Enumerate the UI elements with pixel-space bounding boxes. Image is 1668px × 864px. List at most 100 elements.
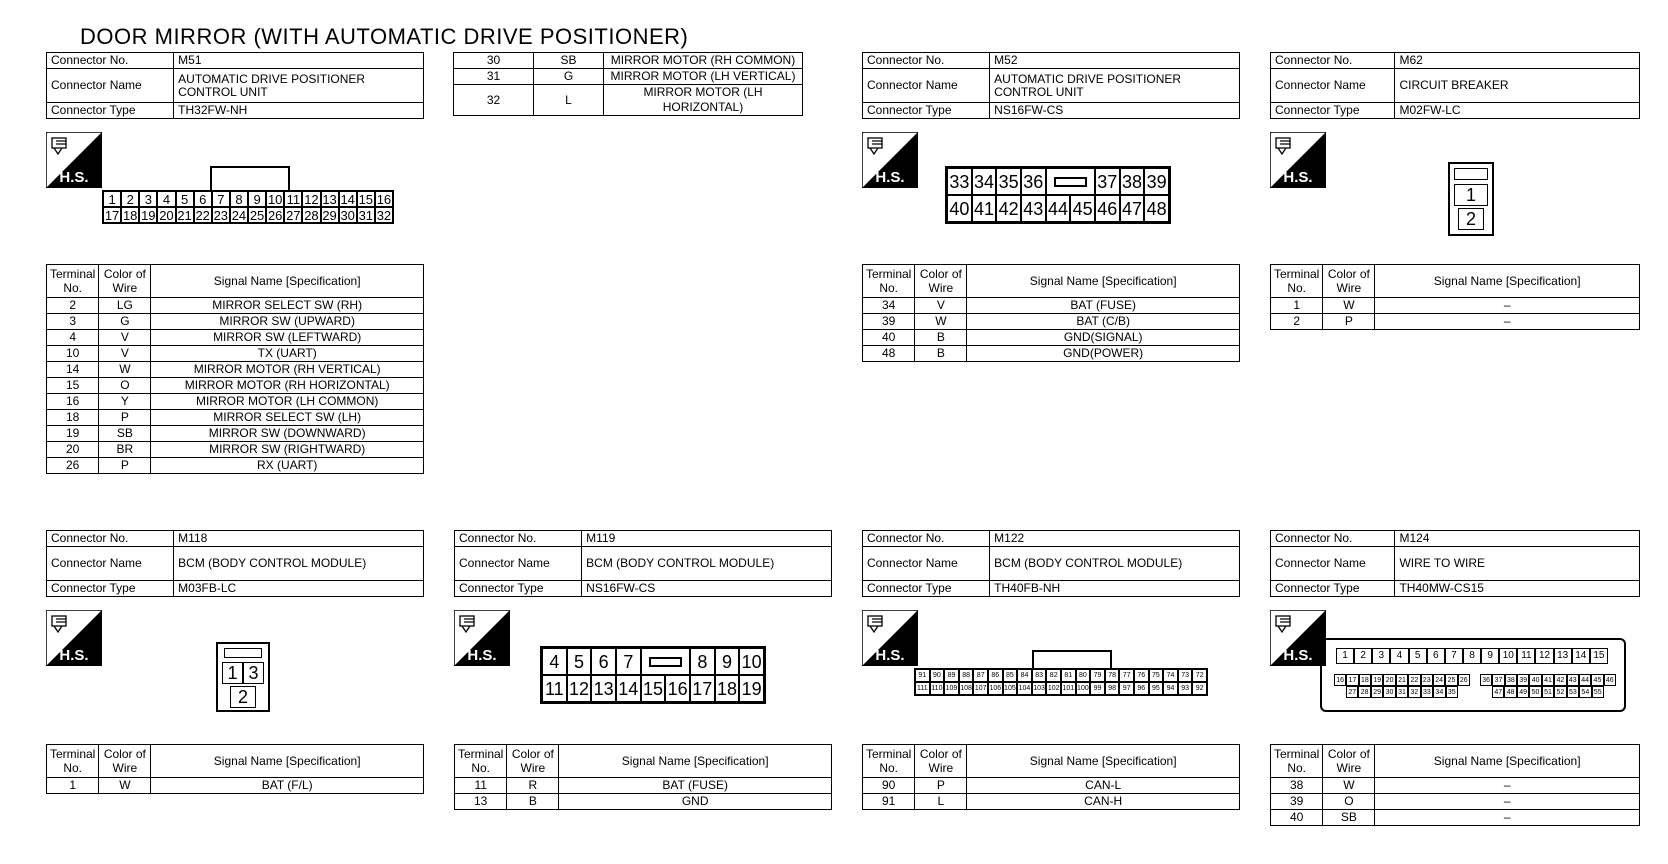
pin: 26 — [266, 207, 285, 223]
header-color: Color of Wire — [914, 264, 968, 298]
label-conn-type: Connector Type — [453, 580, 583, 597]
signal-name: TX (UART) — [150, 345, 424, 362]
terminal-no: 31 — [453, 68, 534, 85]
connector-lock — [1454, 168, 1488, 180]
pin: 49 — [1516, 686, 1530, 698]
conn-type-value: NS16FW-CS — [989, 102, 1240, 119]
pin: 41 — [1541, 674, 1555, 686]
pin: 50 — [1529, 686, 1542, 698]
label-conn-name: Connector Name — [45, 68, 175, 103]
pin: 42 — [1554, 674, 1567, 686]
pin: 23 — [1420, 674, 1433, 686]
pin: 4 — [1390, 648, 1409, 664]
wire-color: B — [914, 345, 968, 362]
header-color: Color of Wire — [1322, 744, 1376, 778]
pin: 74 — [1163, 669, 1178, 682]
conn-no-value: M51 — [173, 52, 424, 69]
pin: 6 — [193, 191, 212, 207]
pin: 19 — [139, 207, 158, 223]
pin: 92 — [1192, 682, 1207, 695]
signal-name: MIRROR MOTOR (LH VERTICAL) — [603, 68, 803, 85]
pin: 87 — [973, 669, 988, 682]
pin: 111 — [915, 682, 930, 695]
pin: 46 — [1094, 195, 1120, 222]
pin: 88 — [958, 669, 974, 682]
pin: 3 — [1372, 648, 1391, 664]
header-signal: Signal Name [Specification] — [150, 744, 424, 778]
pin: 103 — [1031, 682, 1047, 695]
header-terminal: Terminal No. — [45, 744, 100, 778]
pin: 106 — [988, 682, 1003, 695]
pin: 28 — [302, 207, 321, 223]
pin: 25 — [248, 207, 267, 223]
pin: 40 — [1529, 674, 1542, 686]
pin: 7 — [1444, 648, 1463, 664]
pin: 16 — [665, 675, 690, 702]
pin: 97 — [1119, 682, 1134, 695]
wire-color: O — [98, 377, 152, 394]
label-conn-type: Connector Type — [45, 102, 175, 119]
pin: 8 — [229, 191, 248, 207]
wire-color: G — [98, 313, 152, 330]
signal-name: MIRROR SW (RIGHTWARD) — [150, 441, 424, 458]
terminal-no: 3 — [45, 313, 100, 330]
signal-name: CAN-L — [966, 777, 1240, 794]
label-conn-type: Connector Type — [1269, 580, 1396, 597]
wire-color: Y — [98, 393, 152, 410]
hs-label: H.S. — [875, 647, 904, 664]
conn-no-value: M52 — [989, 52, 1240, 69]
wire-color: P — [98, 409, 152, 426]
pin: 13 — [1553, 648, 1572, 664]
terminal-no: 40 — [1269, 809, 1324, 826]
pin: 1 — [1454, 184, 1488, 206]
pin: 24 — [1432, 674, 1446, 686]
connector-latch — [210, 166, 290, 190]
pin: 38 — [1119, 168, 1145, 195]
terminal-no: 39 — [861, 313, 916, 330]
pin: 32 — [1408, 686, 1421, 698]
page-title: DOOR MIRROR (WITH AUTOMATIC DRIVE POSITI… — [80, 24, 689, 49]
conn-type-value: TH40FB-NH — [989, 580, 1240, 597]
pin: 90 — [929, 669, 945, 682]
label-conn-name: Connector Name — [1269, 68, 1396, 103]
connector-face-m62: 1 2 — [1448, 162, 1494, 236]
terminal-no: 16 — [45, 393, 100, 410]
pin: 20 — [157, 207, 176, 223]
terminal-no: 48 — [861, 345, 916, 362]
header-signal: Signal Name [Specification] — [1374, 264, 1640, 298]
hs-icon: H.S. — [454, 610, 510, 666]
pin: 10 — [266, 191, 285, 207]
terminal-no: 11 — [453, 777, 508, 794]
wire-color: BR — [98, 441, 152, 458]
conn-no-value: M119 — [581, 530, 832, 547]
pin: 77 — [1119, 669, 1134, 682]
header-terminal: Terminal No. — [1269, 264, 1324, 298]
pin: 7 — [615, 648, 641, 675]
pin: 41 — [971, 195, 997, 222]
wire-color: B — [914, 329, 968, 346]
signal-name: BAT (FUSE) — [558, 777, 832, 794]
hs-label: H.S. — [1283, 647, 1312, 664]
pin: 34 — [971, 168, 997, 195]
signal-name: – — [1374, 313, 1640, 330]
pin: 99 — [1090, 682, 1105, 695]
pin: 110 — [929, 682, 945, 695]
pin: 44 — [1578, 674, 1592, 686]
pin: 42 — [996, 195, 1021, 222]
header-color: Color of Wire — [98, 744, 152, 778]
pin: 37 — [1094, 168, 1120, 195]
pin: 9 — [714, 648, 740, 675]
pin: 98 — [1104, 682, 1120, 695]
header-terminal: Terminal No. — [861, 264, 916, 298]
